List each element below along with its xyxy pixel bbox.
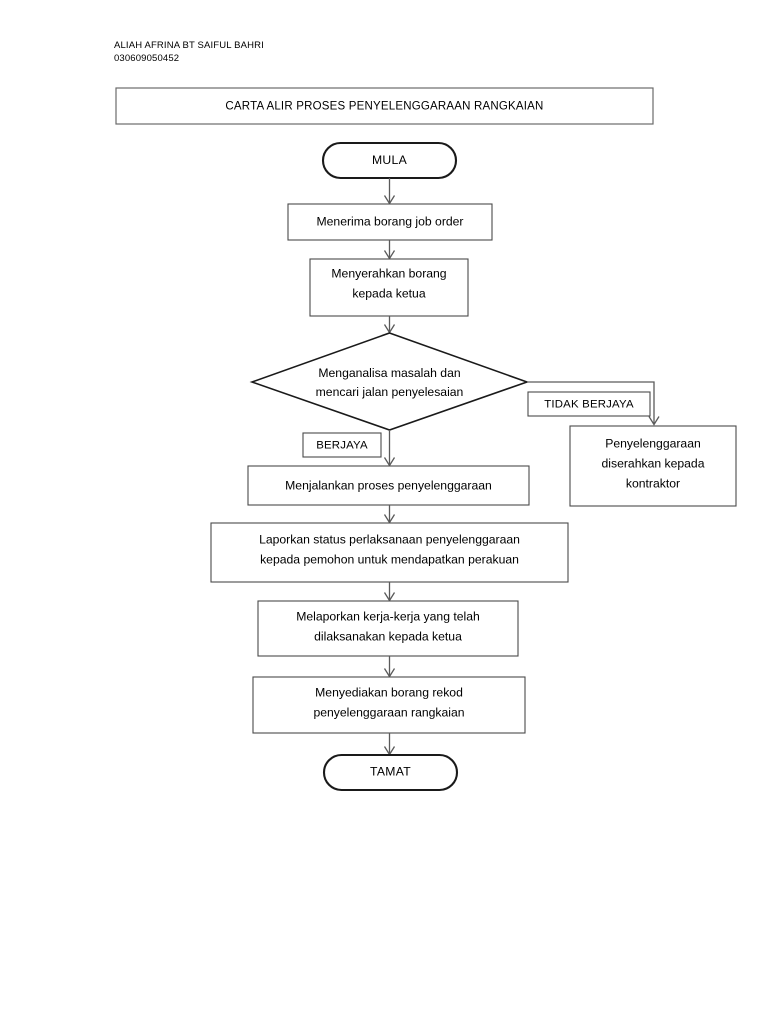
node-n6: Melaporkan kerja-kerja yang telah dilaks…	[257, 600, 519, 657]
title-text: CARTA ALIR PROSES PENYELENGGARAAN RANGKA…	[225, 101, 543, 113]
node-n3: Menjalankan proses penyelenggaraan	[247, 465, 530, 506]
edge-n5-to-n6	[383, 582, 396, 602]
edge-label-yes: BERJAYA	[302, 432, 382, 458]
edge-n1-to-n2	[383, 240, 396, 260]
node-n4-line3: kontraktor	[626, 477, 680, 491]
edge-decision-to-n3	[383, 430, 396, 467]
node-n1: Menerima borang job order	[287, 203, 493, 241]
node-decision-line2: mencari jalan penyelesaian	[316, 385, 464, 399]
node-n6-line1: Melaporkan kerja-kerja yang telah	[296, 610, 480, 624]
edge-label-yes-text: BERJAYA	[316, 440, 368, 452]
node-n5-line2: kepada pemohon untuk mendapatkan perakua…	[260, 553, 519, 567]
node-decision: Menganalisa masalah dan mencari jalan pe…	[249, 332, 530, 431]
node-n2: Menyerahkan borang kepada ketua	[309, 258, 469, 317]
node-n4: Penyelenggaraan diserahkan kepada kontra…	[569, 425, 737, 507]
author-id-number: 030609050452	[114, 52, 180, 64]
node-start: MULA	[321, 141, 458, 180]
title-box: CARTA ALIR PROSES PENYELENGGARAAN RANGKA…	[115, 87, 654, 125]
edge-n3-to-n5	[383, 505, 396, 524]
edge-n6-to-n7	[383, 656, 396, 678]
node-n1-line1: Menerima borang job order	[316, 215, 463, 229]
node-n4-line2: diserahkan kepada	[602, 457, 705, 471]
node-n5: Laporkan status perlaksanaan penyelengga…	[210, 522, 569, 583]
node-n6-line2: dilaksanakan kepada ketua	[314, 630, 462, 644]
edge-decision-to-n4	[527, 381, 660, 426]
node-n4-line1: Penyelenggaraan	[605, 437, 701, 451]
node-n2-line2: kepada ketua	[352, 287, 425, 301]
node-n7-line2: penyelenggaraan rangkaian	[313, 706, 464, 720]
author-name: ALIAH AFRINA BT SAIFUL BAHRI	[114, 40, 264, 51]
edge-n7-to-end	[383, 733, 396, 756]
node-end: TAMAT	[322, 753, 459, 792]
node-decision-line1: Menganalisa masalah dan	[318, 366, 460, 380]
author-header: ALIAH AFRINA BT SAIFUL BAHRI 03060905045…	[114, 40, 264, 66]
node-n3-line1: Menjalankan proses penyelenggaraan	[285, 479, 492, 493]
node-start-label: MULA	[372, 153, 408, 167]
edge-label-no: TIDAK BERJAYA	[527, 391, 651, 417]
node-n7-line1: Menyediakan borang rekod	[315, 686, 463, 700]
edge-start-to-n1	[383, 178, 396, 205]
node-n7: Menyediakan borang rekod penyelenggaraan…	[252, 676, 526, 734]
edge-label-no-text: TIDAK BERJAYA	[544, 399, 634, 411]
node-n5-line1: Laporkan status perlaksanaan penyelengga…	[259, 533, 520, 547]
edge-n2-to-d1	[383, 316, 396, 334]
node-n2-line1: Menyerahkan borang	[331, 267, 446, 281]
node-end-label: TAMAT	[370, 765, 411, 779]
